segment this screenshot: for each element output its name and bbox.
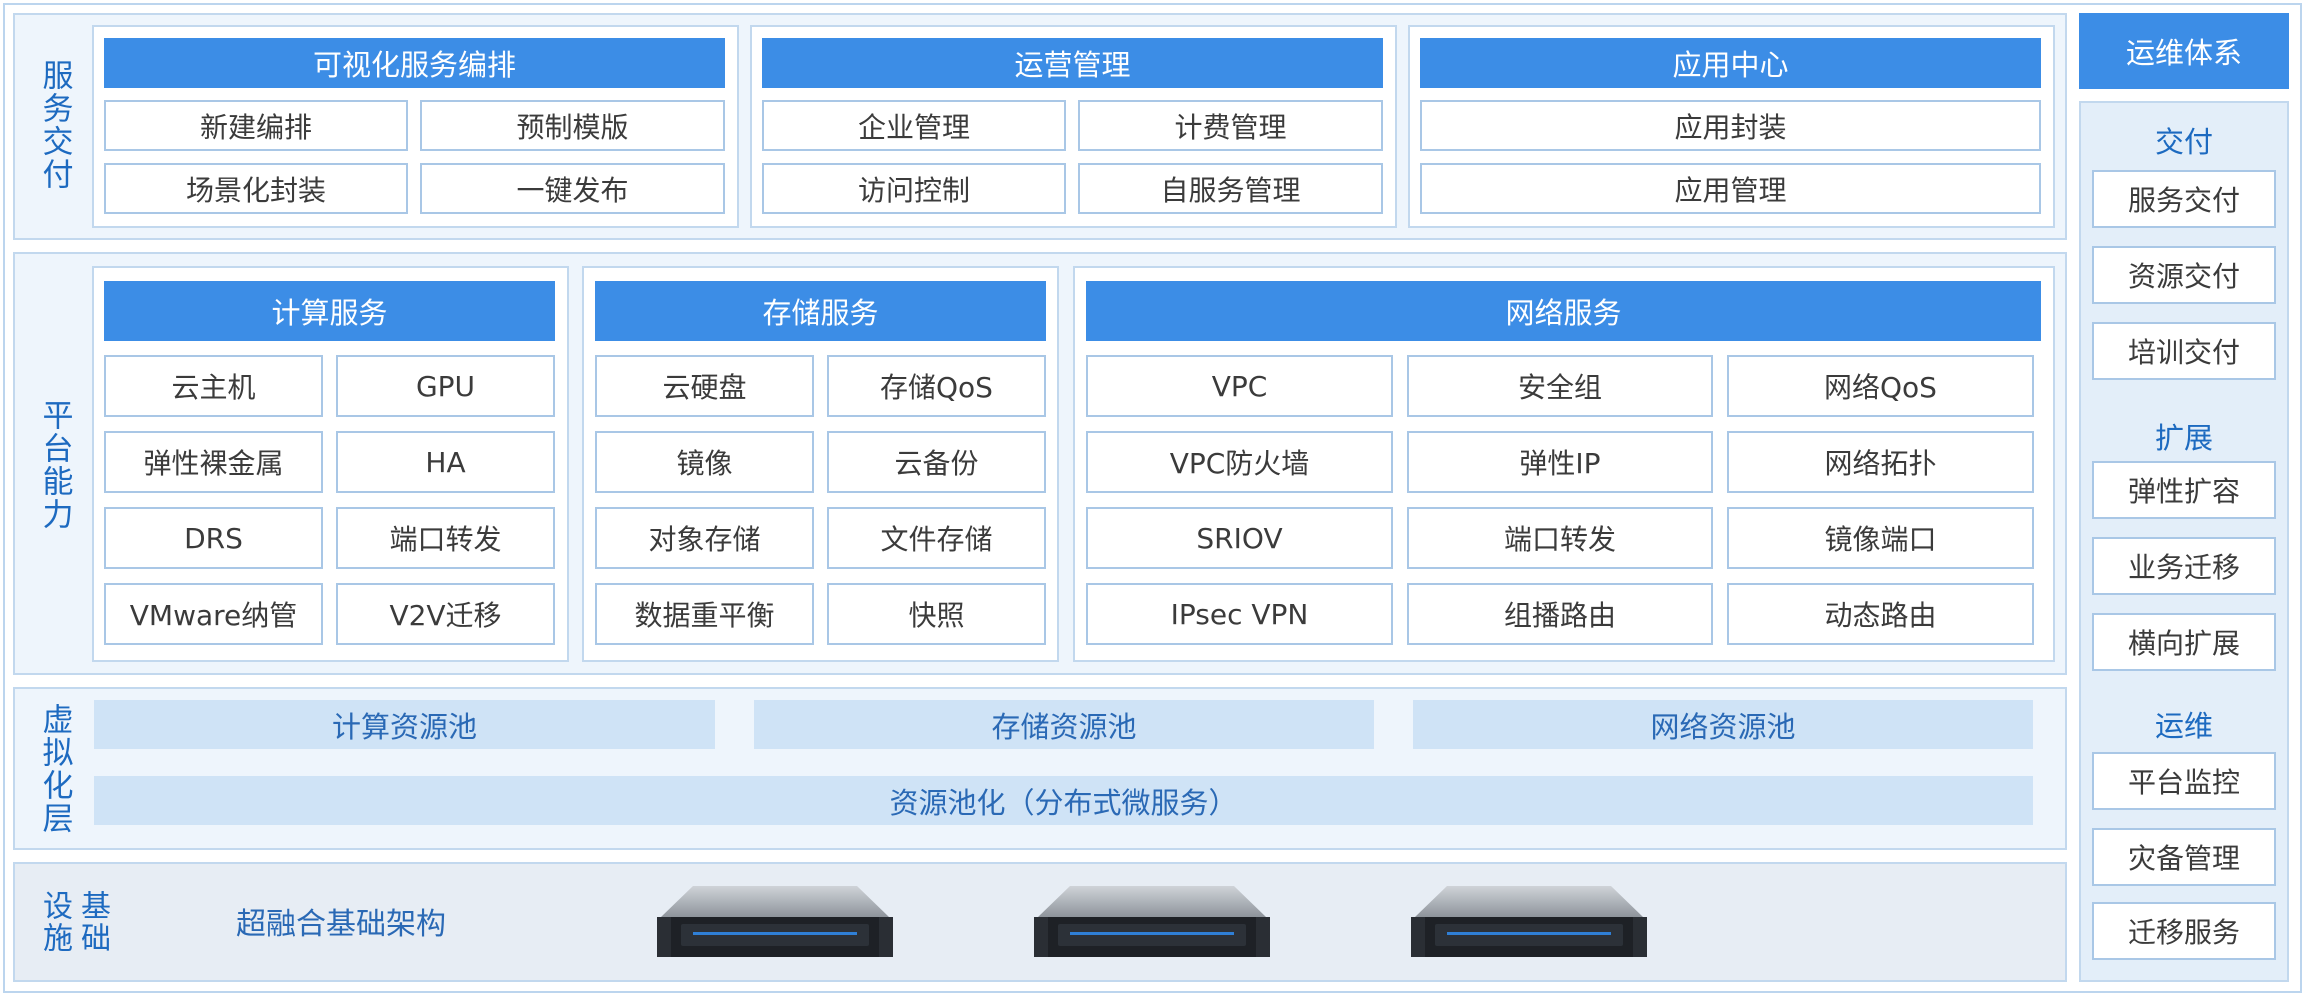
server-icon (657, 886, 893, 957)
platform-item[interactable]: 安全组 (1407, 355, 1713, 417)
service-item[interactable]: 访问控制 (762, 163, 1066, 214)
platform-item[interactable]: 云备份 (827, 431, 1046, 493)
ops-item[interactable]: 培训交付 (2092, 322, 2276, 380)
ops-item[interactable]: 横向扩展 (2092, 613, 2276, 671)
platform-group-title: 网络服务 (1086, 281, 2041, 341)
virtualization-layer-label: 虚拟化层 (36, 703, 73, 835)
compute-pool: 计算资源池 (94, 700, 715, 749)
service-item[interactable]: 新建编排 (104, 100, 408, 151)
service-item[interactable]: 应用封装 (1420, 100, 2041, 151)
platform-item[interactable]: SRIOV (1086, 507, 1393, 569)
service-layer-label: 服务交付 (36, 59, 73, 191)
platform-item[interactable]: IPsec VPN (1086, 583, 1393, 645)
ops-section-maintenance: 运维 (2154, 709, 2213, 743)
platform-item[interactable]: 弹性裸金属 (104, 431, 323, 493)
platform-item[interactable]: 组播路由 (1407, 583, 1713, 645)
platform-item[interactable]: DRS (104, 507, 323, 569)
platform-group-title: 计算服务 (104, 281, 555, 341)
platform-item[interactable]: 镜像 (595, 431, 814, 493)
server-icon (1411, 886, 1647, 957)
service-item[interactable]: 预制模版 (420, 100, 725, 151)
platform-item[interactable]: 云硬盘 (595, 355, 814, 417)
infrastructure-label-col2: 设施 (37, 890, 72, 954)
service-group-title: 运营管理 (762, 38, 1383, 88)
platform-item[interactable]: 镜像端口 (1727, 507, 2034, 569)
service-group-title: 应用中心 (1420, 38, 2041, 88)
ops-item[interactable]: 业务迁移 (2092, 537, 2276, 595)
platform-item[interactable]: 文件存储 (827, 507, 1046, 569)
platform-item[interactable]: 对象存储 (595, 507, 814, 569)
storage-pool: 存储资源池 (754, 700, 1374, 749)
platform-item[interactable]: V2V迁移 (336, 583, 555, 645)
ops-item[interactable]: 迁移服务 (2092, 902, 2276, 960)
platform-item[interactable]: 存储QoS (827, 355, 1046, 417)
service-item[interactable]: 场景化封装 (104, 163, 408, 214)
platform-item[interactable]: 网络QoS (1727, 355, 2034, 417)
network-pool: 网络资源池 (1413, 700, 2033, 749)
service-item[interactable]: 应用管理 (1420, 163, 2041, 214)
ops-item[interactable]: 服务交付 (2092, 170, 2276, 228)
service-item[interactable]: 一键发布 (420, 163, 725, 214)
platform-item[interactable]: 弹性IP (1407, 431, 1713, 493)
service-item[interactable]: 计费管理 (1078, 100, 1383, 151)
platform-item[interactable]: VPC防火墙 (1086, 431, 1393, 493)
infrastructure-label-col1: 基础 (75, 890, 110, 954)
resource-pooling: 资源池化（分布式微服务） (94, 776, 2033, 825)
platform-group-title: 存储服务 (595, 281, 1046, 341)
platform-item[interactable]: 快照 (827, 583, 1046, 645)
platform-item[interactable]: VMware纳管 (104, 583, 323, 645)
server-icon (1034, 886, 1270, 957)
platform-item[interactable]: GPU (336, 355, 555, 417)
hci-label: 超融合基础架构 (236, 907, 446, 942)
ops-item[interactable]: 弹性扩容 (2092, 461, 2276, 519)
ops-title: 运维体系 (2079, 13, 2289, 89)
ops-item[interactable]: 灾备管理 (2092, 828, 2276, 886)
platform-item[interactable]: HA (336, 431, 555, 493)
ops-section-expansion: 扩展 (2154, 421, 2213, 455)
platform-item[interactable]: VPC (1086, 355, 1393, 417)
platform-item[interactable]: 端口转发 (336, 507, 555, 569)
ops-section-delivery: 交付 (2154, 125, 2213, 159)
service-item[interactable]: 自服务管理 (1078, 163, 1383, 214)
ops-item[interactable]: 资源交付 (2092, 246, 2276, 304)
platform-item[interactable]: 端口转发 (1407, 507, 1713, 569)
ops-item[interactable]: 平台监控 (2092, 752, 2276, 810)
platform-item[interactable]: 云主机 (104, 355, 323, 417)
service-item[interactable]: 企业管理 (762, 100, 1066, 151)
service-group-title: 可视化服务编排 (104, 38, 725, 88)
platform-item[interactable]: 数据重平衡 (595, 583, 814, 645)
platform-layer-label: 平台能力 (36, 399, 73, 531)
platform-item[interactable]: 网络拓扑 (1727, 431, 2034, 493)
platform-item[interactable]: 动态路由 (1727, 583, 2034, 645)
